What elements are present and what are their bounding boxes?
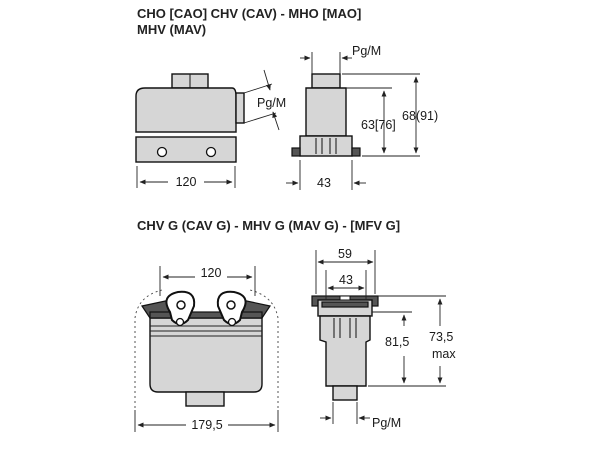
top-side-base	[299, 135, 353, 157]
top-side-body	[305, 87, 347, 137]
bottom-cable-entry	[185, 391, 225, 407]
dim-top-total-height: 68(91)	[402, 109, 438, 123]
thread-label-bottom: Pg/M	[372, 416, 401, 430]
dim-bottom-side-inner-width: 43	[339, 273, 353, 287]
top-front-view	[135, 73, 245, 163]
screw-hole-right	[205, 146, 217, 158]
bottom-title: CHV G (CAV G) - MHV G (MAV G) - [MFV G]	[137, 218, 401, 233]
top-side-latch-right	[351, 147, 361, 157]
swing-arc-left	[134, 289, 163, 408]
dim-bottom-max-label: max	[432, 347, 456, 361]
top-side-entry	[235, 92, 245, 124]
dim-bottom-body-height: 81,5	[385, 335, 409, 349]
bottom-flange-bar	[149, 311, 263, 319]
bottom-side-view	[311, 295, 379, 401]
thread-label-side: Pg/M	[257, 96, 286, 110]
bottom-front-view	[141, 290, 271, 407]
top-side-latch-left	[291, 147, 301, 157]
top-side-entry-stub	[311, 73, 341, 89]
dim-bottom-inner-width: 120	[201, 266, 222, 280]
bottom-hood-body	[149, 317, 263, 393]
top-side-view	[291, 73, 361, 157]
swing-arc-right	[249, 289, 279, 408]
dim-bottom-side-outer-width: 59	[338, 247, 352, 261]
dim-top-body-height: 63[76]	[361, 118, 396, 132]
dim-top-front-width: 120	[176, 175, 197, 189]
top-hood-body	[135, 87, 237, 133]
dim-bottom-total-width: 179,5	[191, 418, 222, 432]
bottom-side-cable-entry	[332, 385, 358, 401]
top-title-line-2: MHV (MAV)	[137, 22, 207, 37]
thread-label-top: Pg/M	[352, 44, 381, 58]
top-title-line-1: CHO [CAO] CHV (CAV) - MHO [MAO]	[137, 6, 362, 21]
bottom-side-body	[319, 315, 371, 387]
top-hood-base	[135, 136, 237, 163]
screw-hole-left	[156, 146, 168, 158]
dim-bottom-max-height: 73,5	[429, 330, 453, 344]
dim-top-side-width: 43	[317, 176, 331, 190]
